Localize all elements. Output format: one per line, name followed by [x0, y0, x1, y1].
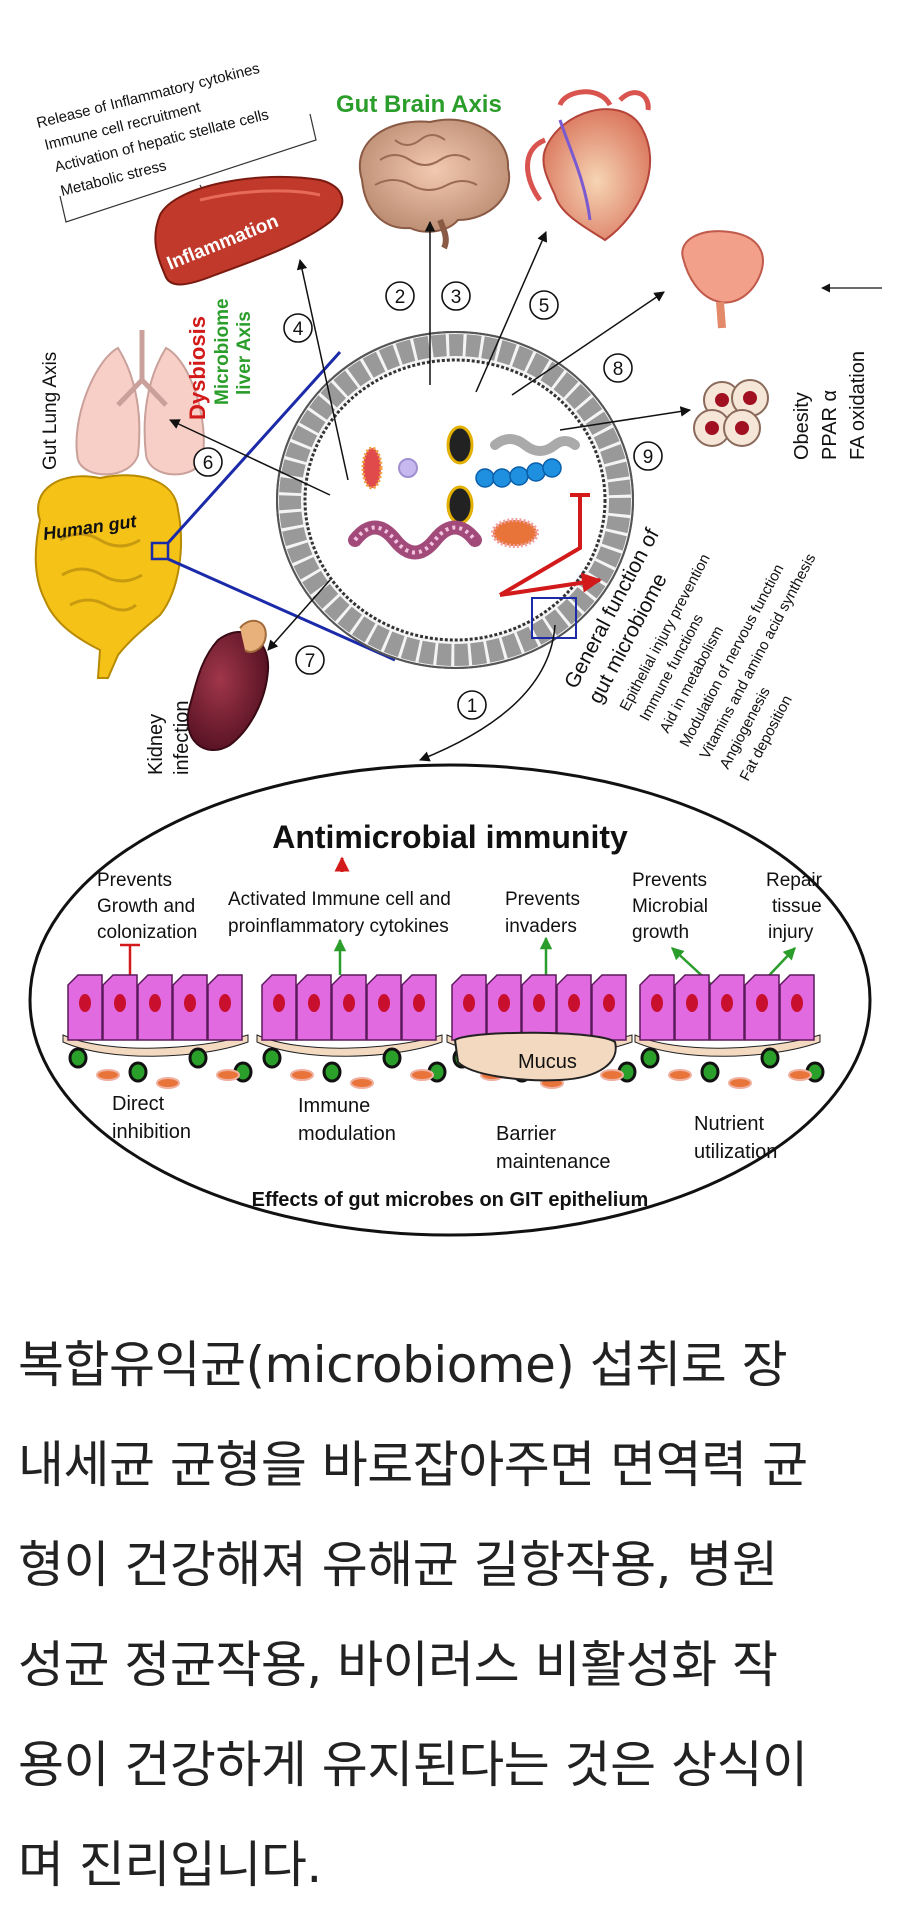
- kidney-icon: [186, 619, 270, 751]
- epithelium-panels: [62, 974, 825, 1089]
- microbiome-label: Microbiome: [212, 298, 233, 405]
- svg-text:Direct: Direct: [112, 1093, 165, 1115]
- panel-top-labels: Prevents Growth and colonization Activat…: [97, 870, 823, 943]
- bladder-icon: [681, 230, 764, 329]
- svg-text:colonization: colonization: [97, 922, 197, 943]
- marker-6: 6: [193, 447, 223, 477]
- kidney-label-1: Kidney: [145, 714, 167, 775]
- svg-text:6: 6: [203, 453, 214, 474]
- svg-text:1: 1: [467, 696, 478, 717]
- svg-text:modulation: modulation: [298, 1123, 396, 1145]
- marker-7: 7: [295, 645, 325, 675]
- marker-8: 8: [603, 353, 633, 383]
- svg-text:Barrier: Barrier: [496, 1123, 556, 1145]
- epithelium-panel: [256, 974, 447, 1089]
- fa-oxidation-label: FA oxidation: [847, 351, 869, 460]
- body-line-6: 며 진리입니다.: [18, 1836, 322, 1894]
- liver-icon: Inflammation: [154, 175, 344, 286]
- liver-axis-label: liver Axis: [234, 311, 255, 395]
- body-paragraph: 복합유익균(microbiome) 섭취로 장 내세균 균형을 바로잡아주면 면…: [18, 1315, 898, 1915]
- epithelium-panel: [62, 974, 253, 1089]
- svg-text:inhibition: inhibition: [112, 1121, 191, 1143]
- svg-text:growth: growth: [632, 922, 689, 943]
- marker-9: 9: [633, 441, 663, 471]
- svg-text:utilization: utilization: [694, 1141, 777, 1163]
- axis-arrows: [169, 220, 692, 762]
- antimicrobial-ellipse: [28, 763, 872, 1237]
- obesity-label: Obesity: [791, 392, 813, 460]
- brain-icon: [359, 118, 511, 250]
- marker-4: 4: [283, 313, 313, 343]
- body-line-3: 형이 건강해져 유해균 길항작용, 병원: [18, 1536, 778, 1594]
- svg-text:8: 8: [613, 359, 624, 380]
- mucus-layer: [453, 1031, 617, 1082]
- svg-text:invaders: invaders: [505, 916, 577, 937]
- svg-text:7: 7: [305, 651, 316, 672]
- effects-caption: Effects of gut microbes on GIT epitheliu…: [252, 1189, 649, 1211]
- epithelium-panel: [634, 974, 825, 1089]
- number-markers: 1 2 3 4 5 6 7 8 9: [193, 281, 663, 720]
- body-line-4: 성균 정균작용, 바이러스 비활성화 작: [18, 1636, 778, 1694]
- svg-text:Repair: Repair: [766, 870, 823, 891]
- svg-text:Prevents: Prevents: [97, 870, 172, 891]
- svg-text:4: 4: [293, 319, 304, 340]
- svg-text:Prevents: Prevents: [632, 870, 707, 891]
- marker-3: 3: [441, 281, 471, 311]
- body-line-5: 용이 건강하게 유지된다는 것은 상식이: [18, 1736, 808, 1794]
- kidney-label-2: infection: [171, 701, 193, 776]
- svg-text:3: 3: [451, 287, 462, 308]
- panel-bottom-labels: Direct inhibition Immune modulation Barr…: [112, 1093, 777, 1173]
- gut-lumen-cross-section: [276, 331, 634, 669]
- body-line-2: 내세균 균형을 바로잡아주면 면역력 균: [18, 1436, 808, 1494]
- svg-text:proinflammatory cytokines: proinflammatory cytokines: [228, 916, 449, 937]
- svg-text:5: 5: [539, 296, 550, 317]
- svg-text:9: 9: [643, 447, 654, 468]
- gut-lung-axis-label: Gut Lung Axis: [40, 352, 61, 470]
- mucus-label: Mucus: [518, 1051, 577, 1073]
- svg-text:2: 2: [395, 287, 406, 308]
- svg-text:tissue: tissue: [772, 896, 822, 917]
- fat-cells-icon: [693, 379, 769, 447]
- svg-text:Immune: Immune: [298, 1095, 370, 1117]
- svg-text:injury: injury: [768, 922, 814, 943]
- function-item-5: Vitamins and amino acid synthesis: [697, 551, 820, 762]
- dysbiosis-label: Dysbiosis: [185, 316, 210, 420]
- gut-brain-axis-label: Gut Brain Axis: [336, 91, 502, 118]
- svg-text:Nutrient: Nutrient: [694, 1113, 764, 1135]
- svg-text:Microbial: Microbial: [632, 896, 708, 917]
- antimicrobial-title: Antimicrobial immunity: [272, 819, 628, 855]
- heart-icon: [525, 89, 652, 242]
- lungs-icon: [75, 330, 205, 476]
- svg-text:Prevents: Prevents: [505, 889, 580, 910]
- human-gut-icon: Human gut: [34, 474, 182, 679]
- svg-text:Growth and: Growth and: [97, 896, 195, 917]
- svg-text:maintenance: maintenance: [496, 1151, 611, 1173]
- marker-5: 5: [529, 290, 559, 320]
- body-line-1: 복합유익균(microbiome) 섭취로 장: [18, 1336, 788, 1394]
- ppar-label: PPAR α: [819, 390, 841, 460]
- svg-text:Activated Immune cell and: Activated Immune cell and: [228, 889, 451, 910]
- marker-1: 1: [457, 690, 487, 720]
- marker-2: 2: [385, 281, 415, 311]
- microbiome-diagram: Release of Inflammatory cytokines Immune…: [28, 60, 882, 1237]
